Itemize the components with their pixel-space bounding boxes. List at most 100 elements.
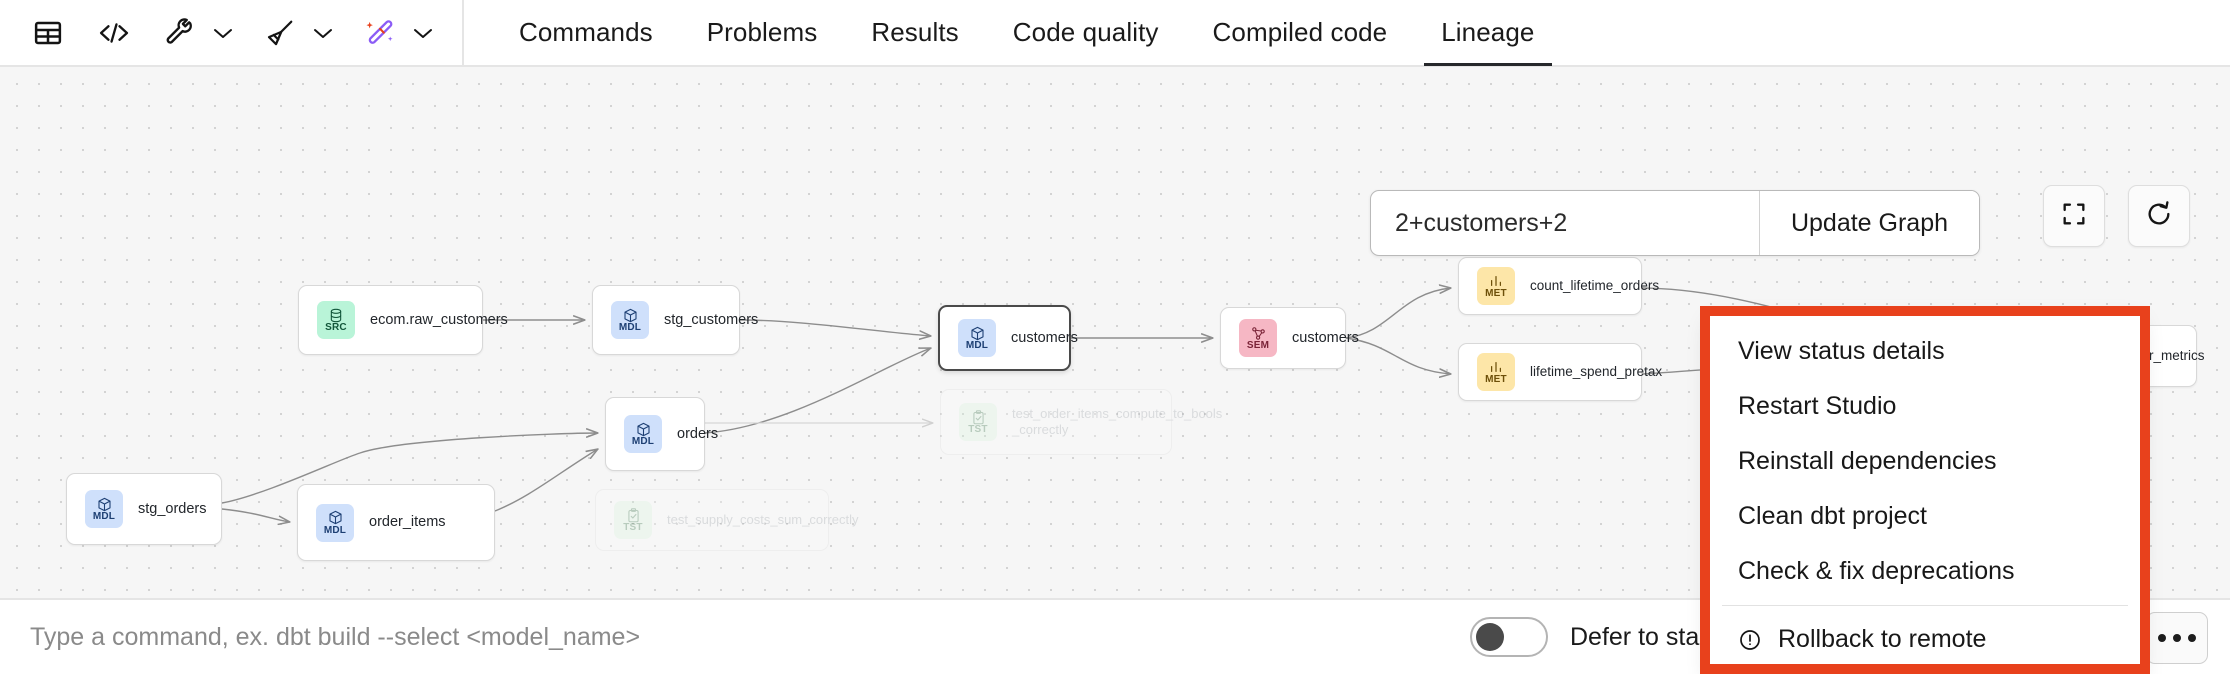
node-type-code: MET	[1485, 288, 1507, 299]
graph-search-bar: Update Graph	[1370, 190, 1980, 256]
dot	[2173, 634, 2181, 642]
refresh-button[interactable]	[2128, 185, 2190, 247]
menu-item-check-fix-deprecations[interactable]: Check & fix deprecations	[1710, 544, 2140, 599]
fullscreen-button[interactable]	[2043, 185, 2105, 247]
defer-toggle-label: Defer to sta	[1570, 622, 1700, 651]
menu-item-restart-studio[interactable]: Restart Studio	[1710, 379, 2140, 434]
cube-icon	[636, 421, 651, 437]
tab-label: Lineage	[1441, 17, 1535, 47]
top-toolbar: Commands Problems Results Code quality C…	[0, 0, 2230, 67]
dot	[2158, 634, 2166, 642]
tab-label: Code quality	[1012, 17, 1159, 47]
chevron-down-icon-wrench[interactable]	[206, 7, 240, 59]
tab-label: Commands	[519, 17, 653, 47]
toggle-knob	[1476, 623, 1504, 651]
menu-item-label: Clean dbt project	[1738, 502, 1928, 530]
menu-item-label: Rollback to remote	[1778, 625, 1987, 653]
bar-chart-icon	[1489, 359, 1503, 375]
node-type-code: SEM	[1246, 340, 1270, 351]
graph-nodes-icon	[1251, 325, 1266, 341]
node-type-code: MDL	[965, 340, 989, 351]
node-label: customers	[1292, 329, 1359, 346]
table-icon[interactable]	[22, 7, 74, 59]
node-type-badge-sem: SEM	[1239, 319, 1277, 357]
node-type-badge-tst: TST	[614, 501, 652, 539]
node-type-code: SRC	[325, 322, 347, 333]
lineage-node-customers-model[interactable]: MDL customers	[938, 305, 1078, 371]
lineage-node-test-order-items[interactable]: TST test_order_items_compute_to_bools _c…	[940, 389, 1222, 455]
dot	[2188, 634, 2196, 642]
fullscreen-icon	[2060, 200, 2088, 233]
broom-icon[interactable]	[254, 7, 306, 59]
warning-icon	[1738, 628, 1762, 652]
node-label: test_supply_costs_sum_correctly	[667, 511, 859, 527]
defer-toggle[interactable]	[1470, 617, 1548, 657]
lineage-node-count-lifetime-orders[interactable]: MET count_lifetime_orders	[1458, 257, 1659, 315]
node-label: stg_customers	[664, 311, 759, 328]
node-type-badge-met: MET	[1477, 267, 1515, 305]
menu-item-label: Restart Studio	[1738, 392, 1897, 420]
tool-icon-group	[0, 0, 462, 65]
node-type-code: TST	[623, 522, 643, 533]
lineage-node-stg-orders[interactable]: MDL stg_orders	[66, 473, 222, 545]
clipboard-check-icon	[627, 507, 640, 523]
lineage-node-orders[interactable]: MDL orders	[605, 397, 718, 471]
toolbar-divider	[462, 0, 464, 66]
update-graph-button[interactable]: Update Graph	[1759, 191, 1979, 255]
more-options-icon[interactable]	[2146, 612, 2208, 664]
lineage-node-customers-semantic[interactable]: SEM customers	[1220, 307, 1359, 369]
cube-icon	[97, 496, 112, 512]
chevron-down-icon-broom[interactable]	[306, 7, 340, 59]
node-type-code: MDL	[323, 524, 347, 536]
menu-item-label: Check & fix deprecations	[1738, 557, 2015, 585]
code-icon[interactable]	[88, 7, 140, 59]
node-label: test_order_items_compute_to_bools _corre…	[1012, 405, 1223, 437]
node-type-badge-mdl: MDL	[624, 415, 662, 453]
magic-wand-icon[interactable]	[354, 7, 406, 59]
node-type-badge-mdl: MDL	[316, 503, 354, 542]
node-label: stg_orders	[138, 500, 207, 517]
node-type-code: MET	[1485, 374, 1507, 385]
node-type-code: TST	[968, 424, 988, 435]
node-type-badge-met: MET	[1477, 353, 1515, 391]
node-type-code: MDL	[92, 511, 116, 522]
menu-item-rollback-to-remote[interactable]: Rollback to remote	[1710, 612, 2140, 667]
menu-item-label: Reinstall dependencies	[1738, 447, 1997, 475]
node-type-badge-mdl: MDL	[958, 319, 996, 357]
node-label: orders	[677, 425, 719, 442]
lineage-node-test-supply-costs[interactable]: TST test_supply_costs_sum_correctly	[595, 489, 858, 551]
node-type-code: MDL	[631, 436, 655, 447]
tab-problems[interactable]: Problems	[680, 0, 845, 66]
tab-results[interactable]: Results	[844, 0, 985, 66]
node-type-code: MDL	[618, 322, 642, 333]
node-label: order_items	[369, 514, 446, 531]
bar-chart-icon	[1489, 273, 1503, 289]
graph-search-input[interactable]	[1371, 191, 1759, 255]
lineage-node-ecom-raw-customers[interactable]: SRC ecom.raw_customers	[298, 285, 508, 355]
node-type-badge-tst: TST	[959, 403, 997, 441]
lineage-node-order-items[interactable]: MDL order_items	[297, 484, 495, 561]
tab-lineage[interactable]: Lineage	[1414, 0, 1561, 66]
menu-item-clean-dbt-project[interactable]: Clean dbt project	[1710, 489, 2140, 544]
cube-icon	[328, 510, 343, 526]
studio-actions-menu: View status details Restart Studio Reins…	[1710, 316, 2140, 674]
cube-icon	[623, 307, 638, 323]
menu-item-label: View status details	[1738, 337, 1945, 365]
node-type-badge-mdl: MDL	[611, 301, 649, 339]
panel-tabs: Commands Problems Results Code quality C…	[464, 0, 1562, 66]
node-label: count_lifetime_orders	[1530, 277, 1660, 293]
tab-code-quality[interactable]: Code quality	[986, 0, 1186, 66]
menu-item-view-status-details[interactable]: View status details	[1710, 324, 2140, 379]
menu-item-reinstall-dependencies[interactable]: Reinstall dependencies	[1710, 434, 2140, 489]
node-label: lifetime_spend_pretax	[1530, 363, 1663, 379]
lineage-node-lifetime-spend-pretax[interactable]: MET lifetime_spend_pretax	[1458, 343, 1662, 401]
chevron-down-icon-ai[interactable]	[406, 7, 440, 59]
wrench-icon[interactable]	[154, 7, 206, 59]
refresh-icon	[2145, 200, 2173, 233]
node-type-badge-mdl: MDL	[85, 490, 123, 528]
tab-commands[interactable]: Commands	[492, 0, 680, 66]
command-input[interactable]	[30, 622, 1430, 652]
tab-compiled-code[interactable]: Compiled code	[1186, 0, 1415, 66]
lineage-node-stg-customers[interactable]: MDL stg_customers	[592, 285, 758, 355]
